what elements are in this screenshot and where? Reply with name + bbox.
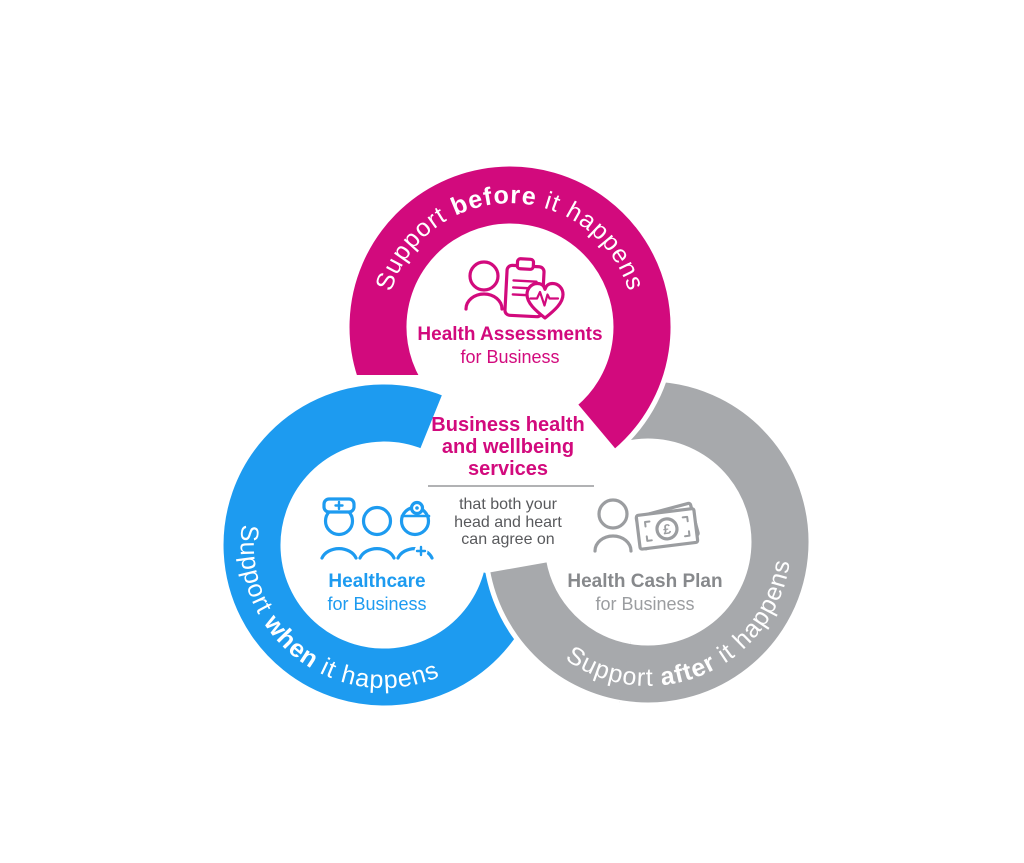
ring-before-subtitle: for Business: [460, 347, 559, 367]
center-subtext-line-3: can agree on: [461, 531, 554, 548]
ring-when-title: Healthcare: [328, 571, 425, 592]
center-subtext-line-1: that both your: [459, 496, 558, 513]
center-heading-line-1: Business health: [431, 414, 584, 436]
person-clipboard-heart-icon: [464, 257, 565, 320]
person-banknotes-icon: £: [593, 498, 700, 553]
ring-when-subtitle: for Business: [327, 594, 426, 614]
three-medical-staff-icon: [320, 497, 434, 560]
ring-before-curved-label: Support before it happens: [0, 0, 656, 311]
center-heading-line-3: services: [468, 458, 548, 480]
pound-symbol: £: [662, 520, 672, 537]
ring-before-band: [344, 161, 676, 456]
ring-after-overlap-patch-edge: [484, 556, 631, 705]
ring-before-title: Health Assessments: [417, 324, 602, 345]
center-subtext-line-2: head and heart: [454, 514, 562, 531]
center-text-block: Business health and wellbeing services t…: [428, 414, 594, 548]
ring-after-subtitle: for Business: [595, 594, 694, 614]
ring-after-title: Health Cash Plan: [567, 571, 722, 592]
ring-after-overlap-patch: [487, 559, 631, 703]
ring-when-band: [218, 379, 546, 711]
center-heading-line-2: and wellbeing: [442, 436, 574, 458]
